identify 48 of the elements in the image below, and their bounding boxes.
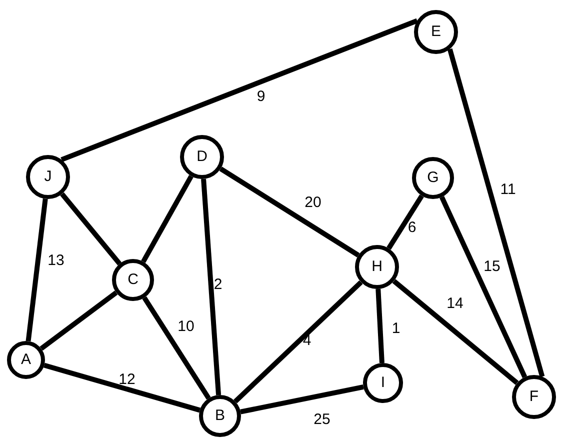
edge-label: 25 [314, 412, 330, 428]
graph-edge [60, 18, 418, 162]
graph-edge [142, 296, 211, 400]
edge-label: 20 [304, 195, 322, 211]
graph-edge [60, 192, 122, 266]
node-label: J [44, 169, 52, 185]
graph-edge [219, 166, 360, 258]
graph-edge [44, 362, 201, 413]
edge-label: 6 [408, 220, 416, 236]
node-label: D [196, 149, 208, 165]
graph-edge [447, 48, 545, 378]
graph-node [363, 363, 403, 403]
graph-node [112, 259, 154, 301]
graph-edge [26, 198, 48, 342]
edge-label: 14 [446, 296, 464, 312]
graph-node [180, 135, 224, 179]
graph-edge [240, 384, 364, 414]
graph-node [355, 245, 399, 289]
node-label: A [20, 352, 31, 368]
graph-edge [141, 174, 194, 263]
graph-node [512, 375, 556, 419]
graph-edge [234, 280, 363, 404]
node-label: B [214, 408, 225, 424]
node-label: F [529, 389, 539, 405]
edge-label: 13 [48, 253, 64, 269]
node-label: E [430, 24, 441, 40]
graph-edge [392, 279, 519, 385]
graph-node [7, 341, 45, 379]
graph-node [412, 157, 454, 199]
graph-edge [376, 288, 384, 364]
graph-node [199, 395, 241, 437]
graph-node [26, 155, 70, 199]
edge-label: 1 [392, 321, 400, 337]
graph-node [414, 10, 458, 54]
node-label: H [372, 259, 382, 275]
node-label: G [427, 170, 439, 186]
edge-label: 9 [256, 89, 266, 105]
edge-label: 11 [500, 182, 516, 198]
graph-edge [201, 178, 222, 396]
edge-label: 10 [178, 319, 194, 335]
node-label: I [380, 375, 386, 391]
edge-label: 15 [484, 259, 500, 275]
graph-edge [40, 290, 118, 351]
node-label: C [128, 272, 138, 288]
edge-label: 2 [214, 277, 222, 293]
edge-label: 12 [118, 372, 136, 388]
graph-edge [440, 196, 528, 378]
graph-edge [386, 194, 424, 250]
